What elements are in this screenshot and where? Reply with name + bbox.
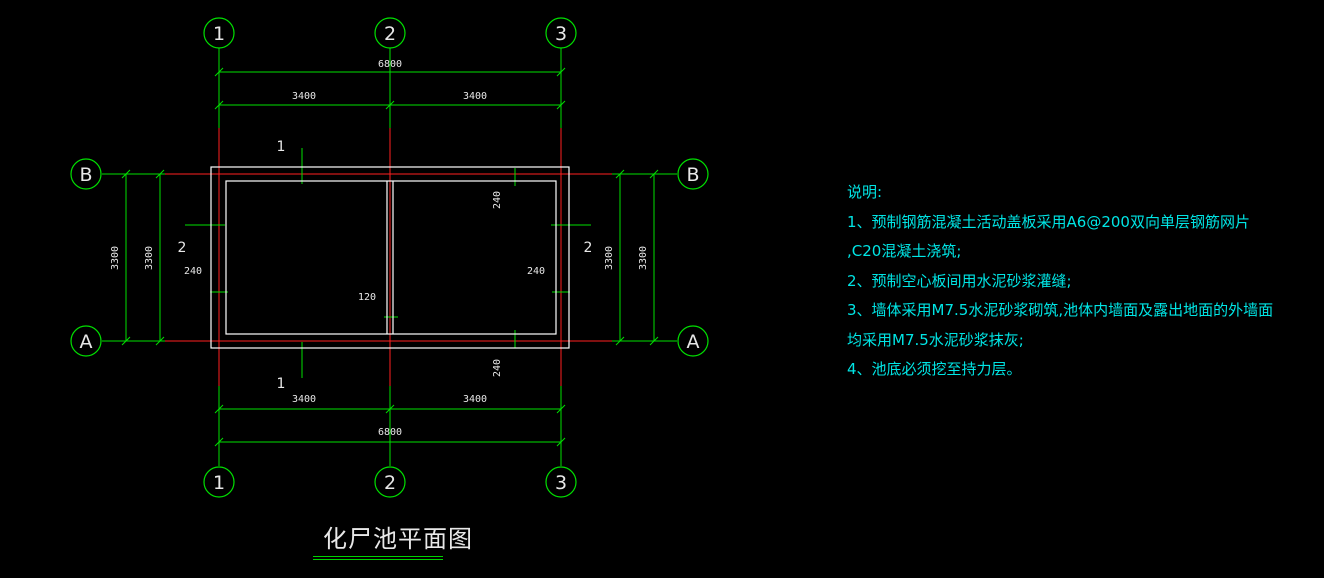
drawing-title: 化尸池平面图 — [323, 525, 473, 553]
grid-bubble-b-left — [70, 158, 102, 190]
grid-bubble-1-bottom — [203, 466, 235, 498]
dim-wall-top: 240 — [492, 191, 503, 209]
grid-label-a-left: A — [80, 331, 93, 353]
title-underline-double — [313, 559, 443, 560]
section-mark-1-bottom: 1 — [277, 376, 286, 392]
dim-wall-bottom: 240 — [492, 359, 503, 377]
dim-wall-right: 240 — [527, 266, 545, 277]
grid-bubble-2-bottom — [374, 466, 406, 498]
dim-bay-2-bottom: 3400 — [463, 394, 487, 405]
grid-bubble-b-right — [677, 158, 709, 190]
notes-item: 均采用M7.5水泥砂浆抹灰; — [847, 330, 1024, 349]
grid-bubble-2-top — [374, 17, 406, 49]
section-mark-2-right: 2 — [584, 240, 593, 256]
grid-bubble-a-left — [70, 325, 102, 357]
grid-bubble-3-top — [545, 17, 577, 49]
grid-label-1-top: 1 — [213, 23, 225, 45]
title-underline — [313, 556, 443, 557]
notes-item: 2、预制空心板间用水泥砂浆灌缝; — [847, 271, 1072, 290]
grid-label-2-top: 2 — [384, 23, 396, 45]
wall-outlines — [210, 166, 570, 349]
dim-bay-2-top: 3400 — [463, 91, 487, 102]
dim-total-top: 6800 — [378, 59, 402, 70]
dim-depth-right-outer: 3300 — [638, 246, 649, 270]
grid-extension-lines — [102, 48, 677, 466]
grid-label-3-top: 3 — [555, 23, 567, 45]
grid-label-a-right: A — [687, 331, 700, 353]
dim-depth-right-inner: 3300 — [604, 246, 615, 270]
grid-label-b-right: B — [686, 164, 699, 186]
notes-heading: 说明: — [847, 183, 883, 201]
notes-item: ,C20混凝土浇筑; — [847, 242, 962, 260]
dim-wall-left: 240 — [184, 266, 202, 277]
grid-label-1-bottom: 1 — [213, 472, 225, 494]
grid-label-3-bottom: 3 — [555, 472, 567, 494]
dim-depth-left-outer: 3300 — [110, 246, 121, 270]
section-mark-1-top: 1 — [277, 139, 286, 155]
dim-bay-1-top: 3400 — [292, 91, 316, 102]
grid-label-b-left: B — [79, 164, 92, 186]
dim-partition: 120 — [358, 292, 376, 303]
grid-bubble-a-right — [677, 325, 709, 357]
grid-bubbles — [70, 17, 709, 498]
dim-bay-1-bottom: 3400 — [292, 394, 316, 405]
section-mark-2-left: 2 — [178, 240, 187, 256]
axis-lines — [165, 128, 612, 386]
notes-item: 4、池底必须挖至持力层。 — [847, 360, 1022, 378]
dim-depth-left-inner: 3300 — [144, 246, 155, 270]
grid-bubble-1-top — [203, 17, 235, 49]
notes-item: 1、预制钢筋混凝土活动盖板采用A6@200双向单层钢筋网片 — [847, 212, 1250, 231]
grid-bubble-3-bottom — [545, 466, 577, 498]
notes-item: 3、墙体采用M7.5水泥砂浆砌筑,池体内墙面及露出地面的外墙面 — [847, 301, 1274, 319]
dim-total-bottom: 6800 — [378, 427, 402, 438]
notes-panel: 说明: 1、预制钢筋混凝土活动盖板采用A6@200双向单层钢筋网片 ,C20混凝… — [847, 178, 1273, 385]
grid-label-2-bottom: 2 — [384, 472, 396, 494]
